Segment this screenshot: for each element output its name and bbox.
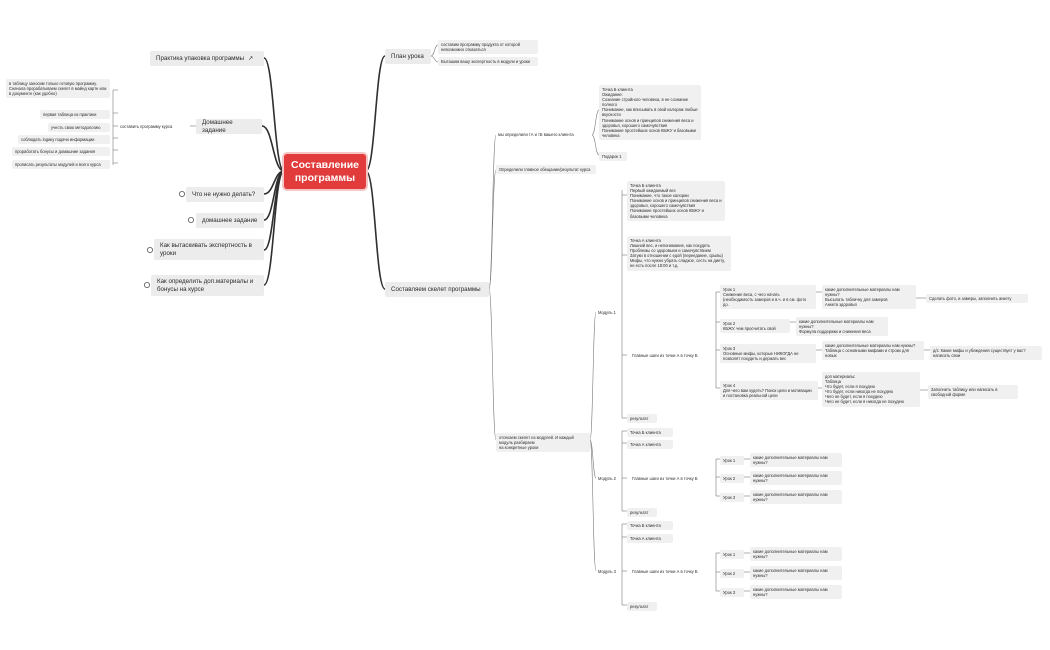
topic-skeleton[interactable]: Составляем скелет программы	[385, 282, 489, 297]
m1-lesson-1-a[interactable]: Сделать фото, и замеры, заполнить анкету	[926, 294, 1028, 304]
skeleton-step-1-box[interactable]: Точка Б клиента Ожидание: Сознание строй…	[599, 85, 701, 140]
m3-lesson-3[interactable]: Урок 3	[720, 588, 744, 598]
topic-materials[interactable]: Как определить доп.материалы и бонусы на…	[151, 275, 264, 296]
topic-plan[interactable]: План урока	[385, 49, 431, 64]
connector	[263, 57, 285, 172]
collapse-toggle	[187, 216, 194, 223]
collapse-toggle	[146, 246, 153, 253]
homework-item-4[interactable]: проработать бонусы и домашние задания	[12, 147, 110, 157]
module-1-point-a[interactable]: Точка А клиента Лишний вес, и непонимани…	[627, 236, 731, 271]
m1-lesson-2-q[interactable]: какие дополнительные материалы нам нужны…	[796, 317, 888, 337]
homework-item-5[interactable]: прописать результаты модулей и всего кур…	[12, 160, 110, 170]
skeleton-step-3[interactable]: отсекаем скелет из модулей. И каждый мод…	[496, 433, 590, 453]
skeleton-step-1[interactable]: мы определили тА и тБ вашего клиента	[498, 132, 574, 137]
skeleton-step-1-gift[interactable]: Подарок 1	[599, 152, 627, 162]
connector	[589, 439, 597, 572]
homework-item-3[interactable]: соблюдать logику подачи информации	[18, 135, 110, 145]
connector	[591, 109, 600, 136]
connector	[430, 44, 439, 57]
connector	[263, 170, 285, 221]
external-link-icon[interactable]: ↗	[248, 55, 254, 62]
m2-lesson-1[interactable]: Урок 1	[720, 456, 744, 466]
connector	[488, 169, 497, 290]
plan-item-2[interactable]: Выташим вашу экспертность в модули и уро…	[438, 57, 538, 67]
module-2-steps[interactable]: Главные шаги из точки А в точку Б	[632, 476, 698, 481]
m2-lesson-1-q[interactable]: какие дополнительные материалы нам нужны…	[750, 453, 842, 468]
topic-expertise[interactable]: Как вытаскивать экспертность в уроки	[154, 239, 264, 260]
homework-item-2[interactable]: учесть свою методологию	[48, 123, 110, 133]
m3-lesson-2[interactable]: Урок 2	[720, 569, 744, 579]
connector	[261, 125, 285, 172]
collapse-toggle	[143, 281, 150, 288]
m1-lesson-1-q[interactable]: какие дополнительные материалы нам нужны…	[822, 285, 916, 310]
m3-lesson-3-q[interactable]: какие дополнительные материалы нам нужны…	[750, 585, 842, 600]
module-2[interactable]: Модуль 2	[598, 476, 616, 481]
homework-note[interactable]: в таблицу заносим только готовую програм…	[6, 79, 110, 99]
m1-lesson-3-q[interactable]: какие дополнительные материалы нам нужны…	[822, 341, 924, 361]
module-3-steps[interactable]: Главные шаги из точки А в точку Б	[632, 569, 698, 574]
m1-lesson-4-q[interactable]: доп материалы: Таблица Что будет, если я…	[822, 372, 920, 407]
skeleton-step-2[interactable]: Определили главное обещание/результат ку…	[496, 165, 596, 175]
module-3-point-a[interactable]: Точка А клиента	[627, 534, 673, 544]
m2-lesson-2[interactable]: Урок 2	[720, 474, 744, 484]
m3-lesson-2-q[interactable]: какие дополнительные материалы нам нужны…	[750, 566, 842, 581]
plan-item-1[interactable]: составим программу продукта от которой н…	[438, 40, 538, 55]
connector	[263, 170, 285, 286]
m1-lesson-1[interactable]: Урок 1 Снижение веса, с чего начать (нео…	[720, 285, 816, 310]
topic-practice-label: Практика упаковка программы	[156, 54, 245, 62]
topic-not-to-do[interactable]: Что не нужно делать?	[186, 187, 264, 202]
connector	[589, 439, 597, 479]
homework-mid[interactable]: составить программу курса	[120, 124, 173, 129]
connector	[488, 288, 497, 441]
module-1[interactable]: Модуль 1	[598, 310, 616, 315]
connector	[263, 170, 285, 251]
connector	[430, 55, 439, 63]
module-1-result[interactable]: результат	[627, 414, 657, 424]
m3-lesson-1-q[interactable]: какие дополнительные материалы нам нужны…	[750, 547, 842, 562]
central-topic[interactable]: Составление программы	[284, 154, 366, 189]
m1-lesson-4[interactable]: Урок 4 Для чего вам худеть? Поиск цели и…	[720, 381, 818, 401]
module-2-point-b[interactable]: Точка Б клиента	[627, 428, 673, 438]
m2-lesson-2-q[interactable]: какие дополнительные материалы нам нужны…	[750, 471, 842, 486]
connector	[365, 55, 386, 172]
connector	[589, 311, 597, 441]
connector	[488, 134, 497, 290]
connector	[591, 134, 600, 156]
m2-lesson-3-q[interactable]: какие дополнительные материалы нам нужны…	[750, 490, 842, 505]
module-1-point-b[interactable]: Точка Б клиента Первый ожидаемый вес Пон…	[627, 181, 725, 221]
m1-lesson-2[interactable]: Урок 2 КБЖУ. чем просчитать свой	[720, 319, 790, 334]
module-2-result[interactable]: результат	[627, 508, 657, 518]
collapse-toggle	[178, 190, 185, 197]
topic-homework[interactable]: Домашнее задание	[196, 119, 262, 134]
topic-practice[interactable]: Практика упаковка программы ↗	[150, 51, 264, 66]
m2-lesson-3[interactable]: Урок 3	[720, 493, 744, 503]
topic-dz[interactable]: домашнее задание	[196, 213, 264, 228]
module-3[interactable]: Модуль 3	[598, 569, 616, 574]
module-1-steps[interactable]: Главные шаги из точки А в точку Б	[632, 353, 698, 358]
m1-lesson-4-a[interactable]: Заполнить таблицу или написать в свободн…	[928, 385, 1018, 400]
m1-lesson-3-a[interactable]: д/з: Какие мифы и убеждения существует у…	[930, 346, 1042, 361]
module-3-point-b[interactable]: Точка Б клиента	[627, 521, 673, 531]
m1-lesson-3[interactable]: Урок 3 Основные мифы, которые НИКОГДА не…	[720, 344, 816, 364]
connector	[263, 170, 285, 195]
m3-lesson-1[interactable]: Урок 1	[720, 550, 744, 560]
homework-item-1[interactable]: первая таблица из практики	[40, 110, 110, 120]
module-2-point-a[interactable]: Точка А клиента	[627, 440, 673, 450]
module-3-result[interactable]: результат	[627, 602, 657, 612]
connector	[365, 170, 386, 290]
